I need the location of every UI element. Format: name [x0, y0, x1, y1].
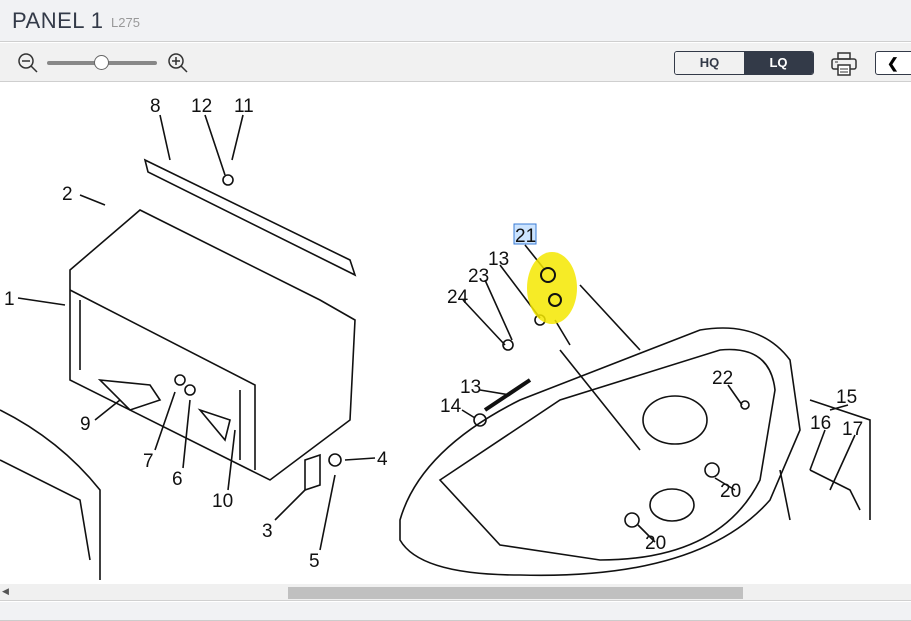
zoom-in-icon[interactable]: [167, 52, 189, 74]
callout-23[interactable]: 23: [468, 266, 489, 287]
callout-15[interactable]: 15: [836, 387, 857, 408]
diagram-svg: 8 12 11 2 1 9 7 6 10 3 5 4 21 13 23 24 1…: [0, 96, 871, 580]
callout-9[interactable]: 9: [80, 414, 91, 435]
callout-6[interactable]: 6: [172, 469, 183, 490]
part-panel: [399, 327, 801, 577]
callout-8[interactable]: 8: [150, 96, 161, 117]
part-strip-8: [143, 158, 357, 277]
zoom-out-icon[interactable]: [17, 52, 39, 74]
toolbar: HQ LQ ❮: [0, 43, 911, 82]
parts-diagram[interactable]: 8 12 11 2 1 9 7 6 10 3 5 4 21 13 23 24 1…: [0, 83, 911, 584]
callout-5[interactable]: 5: [309, 551, 320, 572]
highlight-box-21: [513, 223, 537, 245]
callout-4[interactable]: 4: [377, 449, 388, 470]
part-10: [197, 408, 231, 442]
callout-24[interactable]: 24: [447, 287, 469, 308]
callout-16[interactable]: 16: [810, 413, 831, 434]
scrollbar-thumb[interactable]: [288, 587, 743, 599]
part-bracket-9: [97, 378, 162, 411]
horizontal-scrollbar[interactable]: ◀: [0, 584, 911, 601]
highlight-21: [527, 252, 577, 324]
hq-button[interactable]: HQ: [675, 52, 744, 74]
callout-7[interactable]: 7: [143, 451, 154, 472]
quality-toggle: HQ LQ: [674, 51, 814, 75]
chevron-left-icon: ❮: [887, 55, 899, 71]
callout-12[interactable]: 12: [191, 96, 212, 117]
scroll-left-icon[interactable]: ◀: [2, 586, 9, 596]
callout-20[interactable]: 20: [720, 481, 741, 502]
callout-1[interactable]: 1: [4, 289, 15, 310]
part-housing-1: [69, 209, 356, 481]
callout-13b[interactable]: 13: [460, 377, 481, 398]
title-bar: PANEL 1 L275: [0, 0, 911, 42]
callout-3[interactable]: 3: [262, 521, 273, 542]
callout-10[interactable]: 10: [212, 491, 233, 512]
printer-icon[interactable]: [831, 52, 857, 76]
page-title: PANEL 1: [12, 8, 104, 33]
page-subtitle: L275: [111, 15, 140, 30]
zoom-slider-thumb[interactable]: [94, 55, 109, 70]
callout-11[interactable]: 11: [234, 96, 254, 117]
callout-13[interactable]: 13: [488, 249, 509, 270]
callout-22[interactable]: 22: [712, 368, 733, 389]
callout-2[interactable]: 2: [62, 184, 73, 205]
back-button[interactable]: ❮: [875, 51, 911, 75]
callout-21[interactable]: 21: [515, 226, 536, 247]
footer-bar: [0, 602, 911, 621]
callout-14[interactable]: 14: [440, 396, 462, 417]
callout-20b[interactable]: 20: [645, 533, 666, 554]
callout-17[interactable]: 17: [842, 419, 863, 440]
lq-button[interactable]: LQ: [744, 52, 813, 74]
